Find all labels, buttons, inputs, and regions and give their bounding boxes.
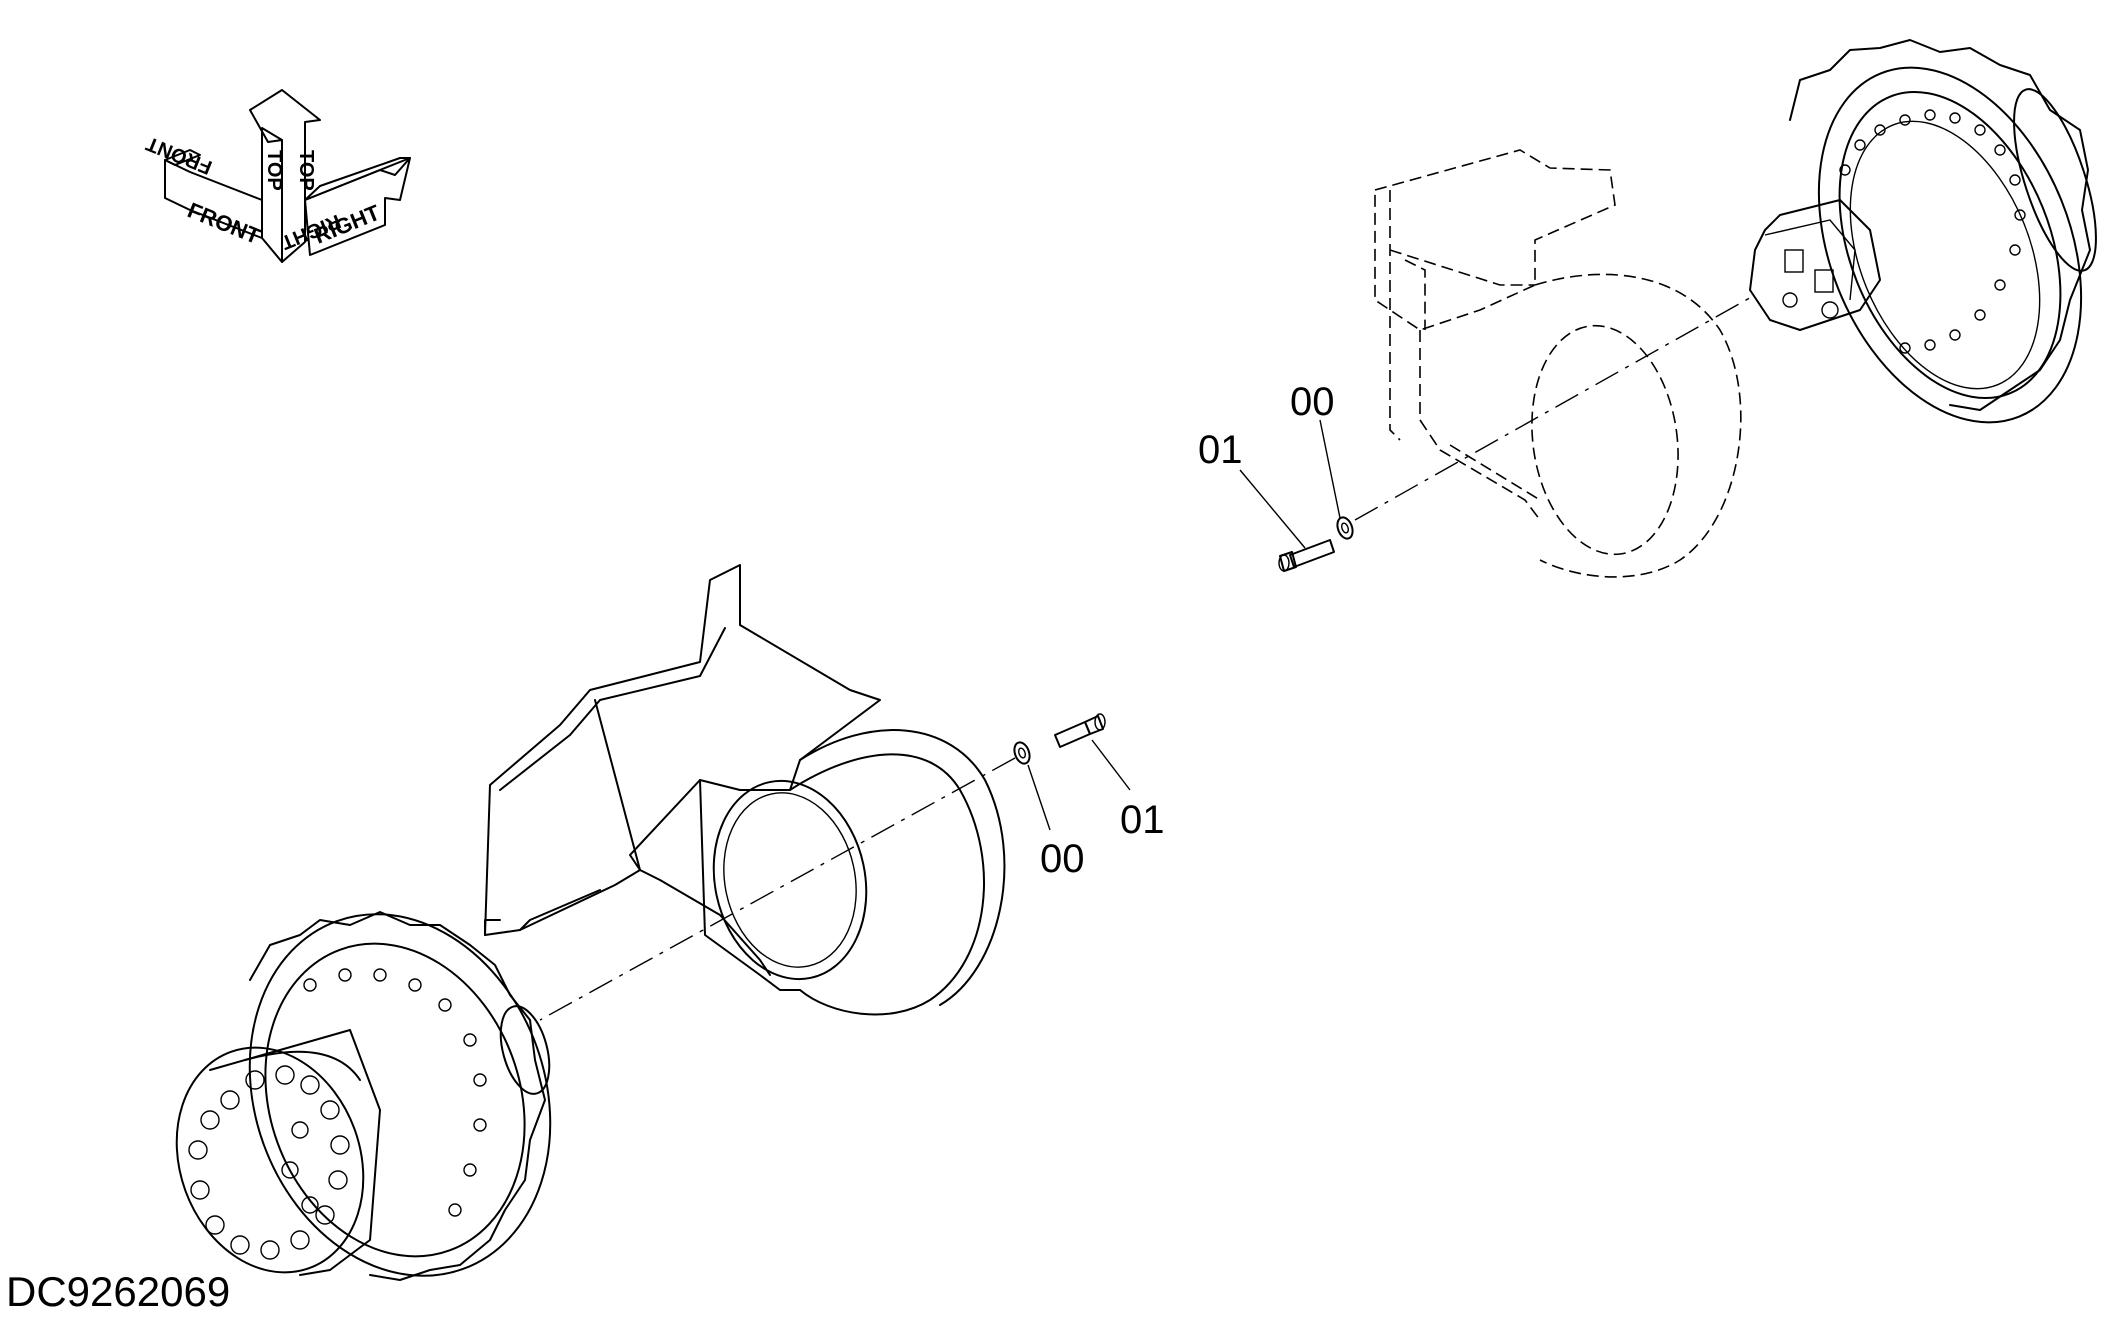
upper-frame-bracket (1374, 149, 1742, 578)
lower-bolt (1054, 713, 1106, 748)
callout-leader (1239, 469, 1306, 549)
upper-washer (1336, 516, 1354, 540)
lower-center-line (539, 757, 1016, 1021)
callout-number: 00 (1290, 380, 1335, 424)
lower-travel-motor (175, 911, 552, 1281)
front-arrow-icon: FRONT FRONT (143, 132, 264, 249)
upper-travel-motor (1749, 39, 2097, 424)
callout-number: 01 (1120, 798, 1165, 842)
callout-leader (1027, 764, 1051, 831)
orientation-indicator: FRONT FRONT TOP TOP RIGHT RIGHT (143, 89, 411, 263)
top-label-mirrored: TOP (295, 150, 317, 191)
upper-center-line (1354, 294, 1756, 521)
front-label: FRONT (184, 197, 264, 249)
callout-number: 00 (1040, 837, 1085, 881)
drawing-id: DC9262069 (6, 1268, 231, 1315)
callout-number: 01 (1198, 428, 1243, 472)
top-arrow-icon: TOP TOP (249, 89, 321, 263)
top-label: TOP (263, 150, 285, 191)
lower-frame-bracket (484, 564, 1006, 1016)
callout-leader (1319, 419, 1341, 519)
right-label-mirrored: RIGHT (278, 210, 344, 254)
front-label-mirrored: FRONT (143, 132, 215, 178)
lower-washer (1013, 741, 1031, 765)
callout-leader (1091, 739, 1131, 791)
upper-bolt (1278, 539, 1335, 572)
